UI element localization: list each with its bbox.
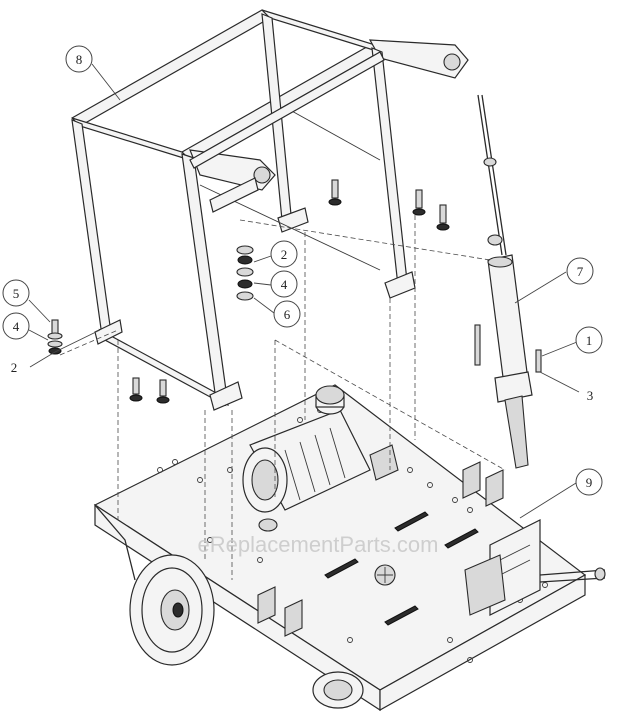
- assembly-lines: [59, 215, 506, 580]
- callout-2-left: 2: [11, 360, 18, 375]
- svg-text:8: 8: [76, 52, 83, 67]
- callout-2-center: 2: [270, 240, 298, 268]
- svg-text:2: 2: [11, 360, 18, 375]
- callout-6: 6: [273, 300, 301, 328]
- svg-text:1: 1: [586, 333, 593, 348]
- svg-text:5: 5: [13, 286, 20, 301]
- motor: [242, 385, 399, 532]
- callout-7: 7: [566, 257, 594, 285]
- linear-actuator: [477, 94, 533, 469]
- svg-text:4: 4: [13, 319, 20, 334]
- callout-4-center: 4: [270, 270, 298, 298]
- front-wheel: [129, 554, 215, 666]
- svg-text:4: 4: [281, 277, 288, 292]
- callout-8: 8: [65, 45, 93, 73]
- svg-text:9: 9: [586, 475, 593, 490]
- callout-3: 3: [587, 388, 594, 403]
- watermark-text: eReplacementParts.com: [198, 532, 439, 557]
- svg-text:7: 7: [577, 264, 584, 279]
- svg-text:6: 6: [284, 307, 291, 322]
- svg-text:3: 3: [587, 388, 594, 403]
- hardware: [47, 179, 542, 404]
- callout-9: 9: [575, 468, 603, 496]
- callout-1: 1: [575, 326, 603, 354]
- leader-lines: [28, 63, 580, 519]
- upright-frame: [71, 9, 469, 411]
- svg-text:2: 2: [281, 247, 288, 262]
- callout-4-left: 4: [2, 312, 30, 340]
- rear-wheel: [312, 671, 364, 709]
- callout-5: 5: [2, 279, 30, 307]
